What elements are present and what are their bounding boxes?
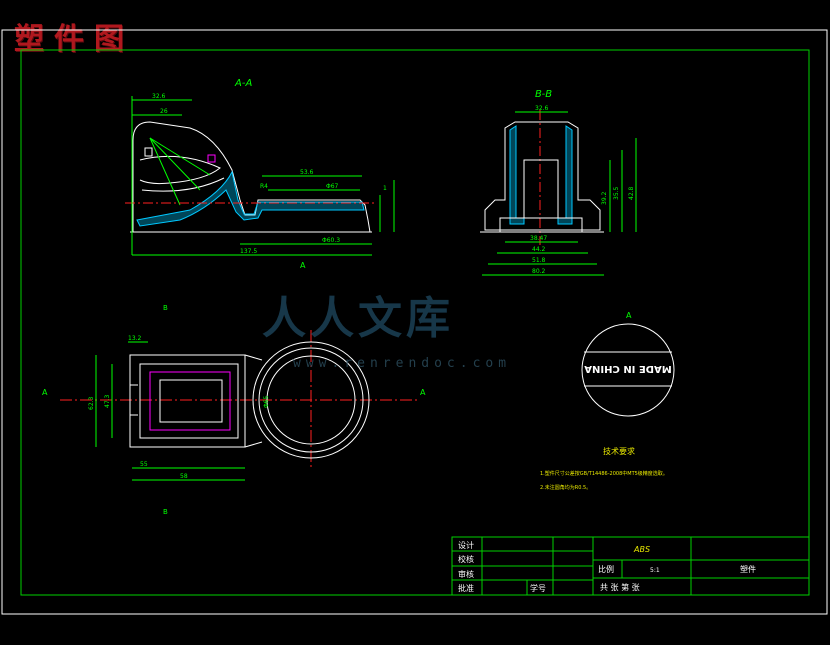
tb-sheets: 共 张 第 张 <box>600 582 640 592</box>
tech-req-line2: 2.未注圆角均为R0.5。 <box>540 484 591 491</box>
dim-plan-w2: 55 <box>140 461 148 468</box>
plan-cup-inner <box>266 355 356 445</box>
tb-student-no: 学号 <box>530 583 546 593</box>
tech-req-title: 技术要求 <box>603 446 635 456</box>
tb-row-approve: 批准 <box>458 583 474 593</box>
dim-bb-w2: 44.2 <box>532 246 546 253</box>
tb-row-check: 校核 <box>458 554 474 564</box>
plan-marker-a-right: A <box>420 388 426 397</box>
plan-body-inner <box>139 363 239 439</box>
title-block-text: 设计 校核 审核 批准 学号 ABS 比例 5:1 共 张 第 张 塑件 <box>458 540 756 593</box>
tb-row-design: 设计 <box>458 540 474 550</box>
section-bb-label: B-B <box>535 89 552 100</box>
dim-bb-h2: 35.5 <box>613 186 620 200</box>
watermark-text: 人人文库 <box>262 293 454 344</box>
bb-hatch-right <box>557 125 573 225</box>
outer-frame <box>1 29 828 615</box>
drawing-type-title: 塑件图 <box>14 22 134 57</box>
bb-inner <box>523 159 559 219</box>
dim-bb-top: 32.6 <box>535 105 549 112</box>
plan-marker-b-bottom: B <box>163 508 168 516</box>
detail-text: MADE IN CHINA <box>584 363 672 374</box>
inner-border <box>20 49 810 596</box>
tb-part-name: 塑件 <box>740 564 756 574</box>
aa-body-outline <box>132 121 371 233</box>
bb-hatch-left <box>509 125 525 225</box>
aa-inner-curve2 <box>141 177 225 192</box>
detail-circle <box>581 323 675 417</box>
dim-aa-r: R4 <box>260 183 268 190</box>
dim-bb-h1: 39.2 <box>601 191 608 205</box>
plan-cup-mid <box>258 347 364 453</box>
tb-scale-value: 5:1 <box>650 567 660 574</box>
title-block <box>451 536 810 596</box>
detail-a-label: A <box>626 311 632 320</box>
dim-aa-536: 53.6 <box>300 169 314 176</box>
dim-plan-w1: 13.2 <box>128 335 142 342</box>
plan-body-outer <box>129 354 246 448</box>
aa-slot1 <box>144 147 153 157</box>
dim-plan-h1: 47.3 <box>104 394 111 408</box>
aa-inner-curve <box>139 155 221 185</box>
plan-channel <box>149 371 231 431</box>
watermark-url: www.renrendoc.com <box>293 356 512 371</box>
dim-aa-top2: 26 <box>160 108 168 115</box>
dim-aa-bottom: 137.5 <box>240 248 257 255</box>
section-a-a-view: A-A 32.6 26 53.6 Φ67 R4 137.5 Φ60.3 1 A <box>125 78 395 270</box>
tb-material: ABS <box>633 545 650 554</box>
plan-cup-outer <box>252 341 370 459</box>
bb-outer <box>484 121 601 231</box>
dim-plan-h2: 62.3 <box>88 396 95 410</box>
dim-plan-w3: 58 <box>180 473 188 480</box>
dim-plan-d: Φ65 <box>263 395 270 408</box>
plan-marker-b-top: B <box>163 304 168 312</box>
plan-view: 13.2 62.3 47.3 55 58 Φ65 A A B B <box>42 304 426 516</box>
dim-bb-w3: 51.8 <box>532 257 546 264</box>
section-b-b-view: B-B 32.6 38.47 44.2 51.8 80.2 39.2 35.5 … <box>480 89 637 276</box>
section-aa-label: A-A <box>234 78 252 89</box>
tech-req-line1: 1.塑件尺寸公差按GB/T14486-2008中MT5级精度选取。 <box>540 470 668 477</box>
dim-aa-d67: Φ67 <box>326 183 339 190</box>
aa-slot2 <box>207 154 216 163</box>
dim-aa-top1: 32.6 <box>152 93 166 100</box>
aa-marker-a: A <box>300 261 306 270</box>
dim-bb-w1: 38.47 <box>530 235 547 242</box>
aa-hatch-wall <box>136 170 365 227</box>
dim-bb-w4: 80.2 <box>532 268 546 275</box>
plan-marker-a-left: A <box>42 388 48 397</box>
dim-bb-h3: 42.8 <box>628 186 635 200</box>
technical-requirements: 技术要求 1.塑件尺寸公差按GB/T14486-2008中MT5级精度选取。 2… <box>540 446 668 491</box>
detail-a-view: A MADE IN CHINA <box>581 311 675 417</box>
dim-aa-h: 1 <box>383 185 387 192</box>
dim-aa-d60: Φ60.3 <box>322 237 340 244</box>
tb-scale-label: 比例 <box>598 564 614 574</box>
tb-row-review: 审核 <box>458 569 474 579</box>
